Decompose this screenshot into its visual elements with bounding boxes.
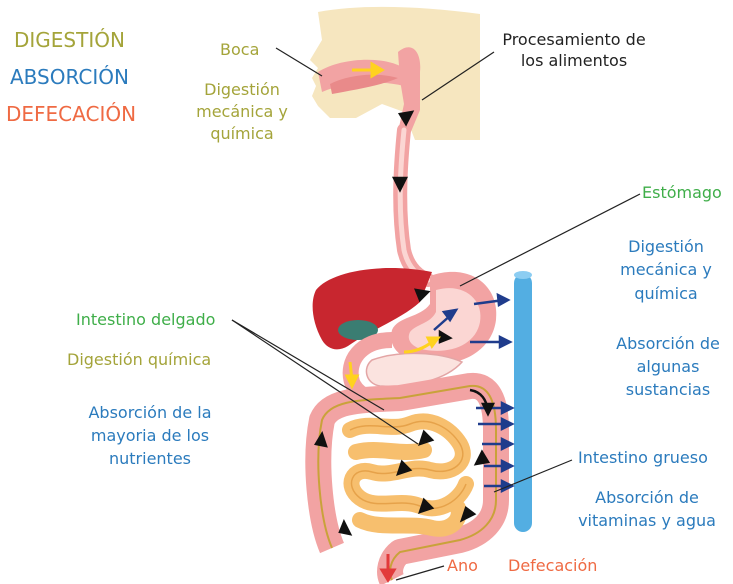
boca-desc-2: mecánica y: [196, 102, 288, 121]
processing-line-1: Procesamiento de: [502, 30, 646, 49]
gallbladder: [338, 320, 378, 340]
estomago-abs-2: algunas: [636, 357, 700, 376]
intestino-grueso-abs-1: Absorción de: [595, 488, 699, 507]
large-intestine-inner: [317, 384, 497, 581]
label-defecacion: Defecación: [508, 556, 598, 575]
anus-arrow: [379, 554, 397, 583]
label-intestino-grueso: Intestino grueso: [578, 448, 708, 467]
estomago-abs-3: sustancias: [625, 380, 711, 399]
label-intestino-delgado: Intestino delgado: [76, 310, 216, 329]
estomago-desc-3: química: [634, 284, 698, 303]
processing-line-2: los alimentos: [520, 51, 628, 70]
leader-lines: [231, 47, 641, 581]
intestino-grueso-abs-2: vitaminas y agua: [578, 511, 716, 530]
boca-desc-1: Digestión: [204, 80, 280, 99]
label-estomago: Estómago: [642, 183, 722, 202]
intestino-delgado-digestion: Digestión química: [67, 350, 212, 369]
blood-vessel-top: [514, 271, 532, 279]
estomago-desc-1: Digestión: [628, 237, 704, 256]
tongue: [330, 74, 398, 94]
flow-arrows: [314, 110, 496, 536]
label-boca: Boca: [220, 40, 260, 59]
yellow-arrows: [344, 61, 441, 390]
label-ano: Ano: [447, 556, 478, 575]
absorption-arrows: [433, 292, 515, 494]
intestino-delgado-abs-2: mayoria de los: [90, 426, 210, 445]
legend-defecation: DEFECACIÓN: [6, 102, 137, 126]
intestino-delgado-abs-1: Absorción de la: [88, 403, 212, 422]
blood-vessel: [514, 274, 532, 532]
estomago-desc-2: mecánica y: [620, 260, 712, 279]
estomago-abs-1: Absorción de: [616, 334, 720, 353]
boca-desc-3: química: [210, 124, 274, 143]
legend-digestion: DIGESTIÓN: [14, 28, 125, 52]
legend-absorption: ABSORCIÓN: [10, 65, 129, 89]
intestino-delgado-abs-3: nutrientes: [108, 449, 191, 468]
